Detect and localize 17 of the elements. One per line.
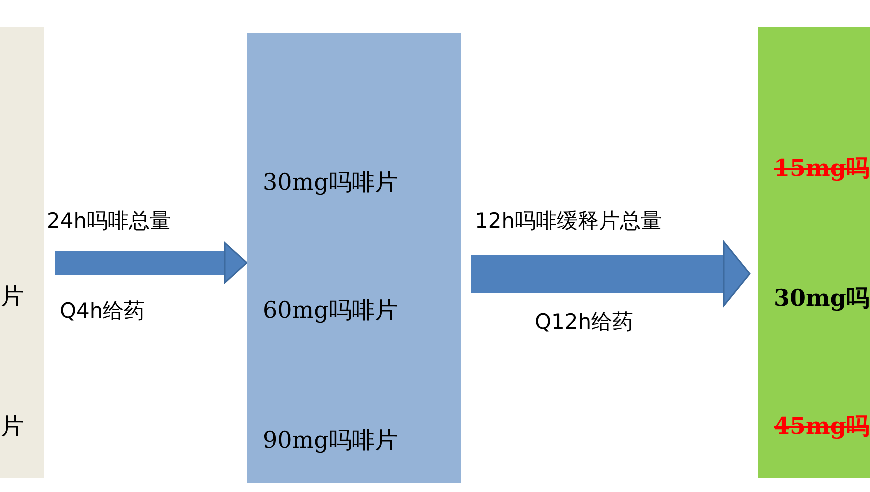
dose-text: 90mg吗啡片 [263, 427, 398, 455]
dose-text: 60mg吗啡片 [263, 297, 398, 325]
dosing-note: Q12h给药 [535, 309, 634, 335]
dose-panel [247, 33, 461, 483]
block-arrow [55, 242, 248, 284]
dose-text: 片 [1, 413, 24, 441]
dose-text: 片 [1, 283, 24, 311]
edge-label: 12h吗啡缓释片总量 [475, 208, 662, 234]
dose-text: 15mg吗 [774, 155, 870, 183]
edge-label: 24h吗啡总量 [47, 208, 172, 234]
dosing-note: Q4h给药 [60, 298, 146, 324]
dose-text: 30mg吗啡片 [263, 169, 398, 197]
dose-panel [0, 27, 44, 478]
dose-text: 30mg吗 [774, 285, 870, 313]
dose-panel [758, 27, 870, 478]
block-arrow [471, 241, 751, 307]
dose-text: 45mg吗 [774, 413, 870, 441]
